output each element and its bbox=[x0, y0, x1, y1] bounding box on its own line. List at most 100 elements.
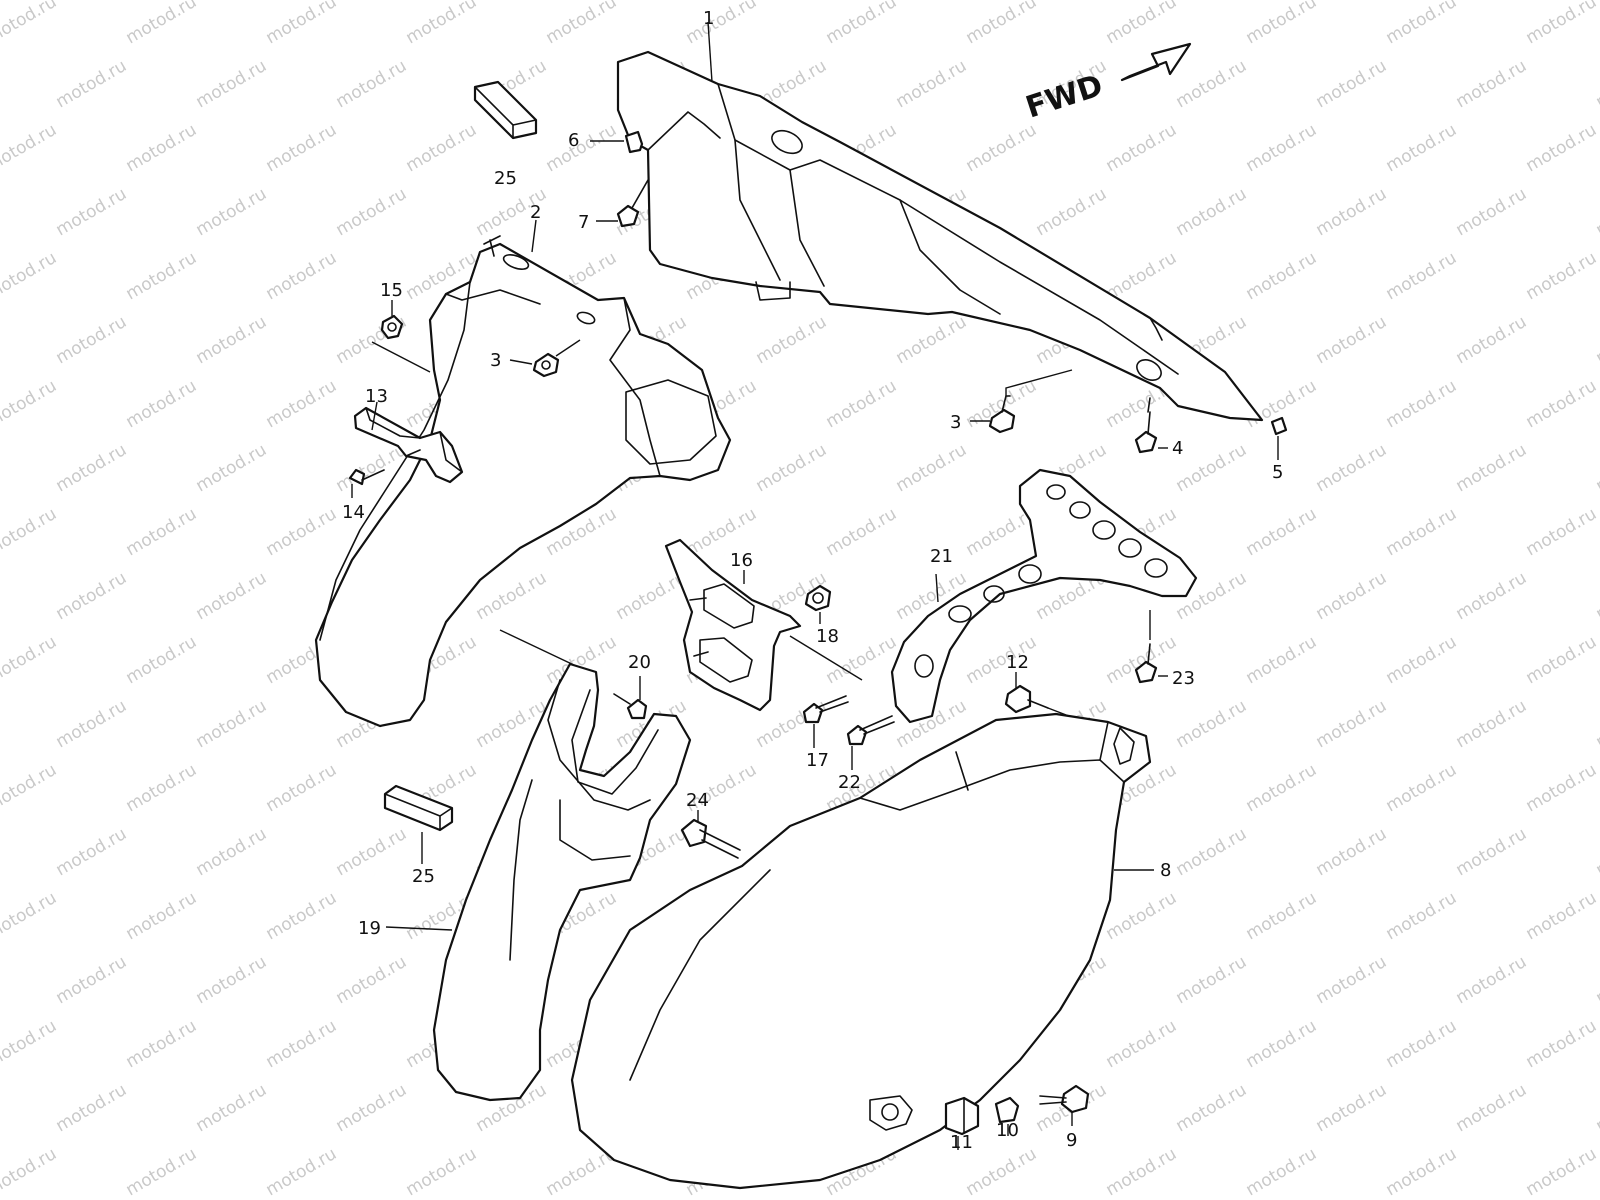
watermark-text: motod.ru bbox=[263, 120, 341, 176]
watermark-text: motod.ru bbox=[1453, 184, 1531, 240]
watermark-text: motod.ru bbox=[1523, 504, 1600, 560]
callout-18: 18 bbox=[816, 626, 839, 647]
watermark-text: motod.ru bbox=[1383, 120, 1461, 176]
watermark-text: motod.ru bbox=[1313, 696, 1391, 752]
watermark-text: motod.ru bbox=[53, 696, 131, 752]
watermark-text: motod.ru bbox=[263, 760, 341, 816]
watermark-text: motod.ru bbox=[403, 120, 481, 176]
watermark-text: motod.ru bbox=[263, 1016, 341, 1072]
watermark-text: motod.ru bbox=[1383, 760, 1461, 816]
part-11-grommet bbox=[944, 1096, 980, 1150]
watermark-text: motod.ru bbox=[683, 0, 761, 48]
callout-22: 22 bbox=[838, 772, 861, 793]
watermark-text: motod.ru bbox=[1103, 888, 1181, 944]
watermark-text: motod.ru bbox=[1453, 56, 1531, 112]
watermark-text: motod.ru bbox=[333, 952, 411, 1008]
watermark-text: motod.ru bbox=[1243, 760, 1321, 816]
watermark-text: motod.ru bbox=[123, 632, 201, 688]
part-1-inner-panel bbox=[616, 21, 1264, 422]
watermark-text: motod.ru bbox=[1523, 760, 1600, 816]
watermark-text: motod.ru bbox=[1313, 440, 1391, 496]
watermark-text: motod.ru bbox=[193, 824, 271, 880]
watermark-text: motod.ru bbox=[123, 1144, 201, 1200]
watermark-text: motod.ru bbox=[1383, 376, 1461, 432]
watermark-text: motod.ru bbox=[1593, 824, 1600, 880]
watermark-text: motod.ru bbox=[0, 504, 60, 560]
watermark-text: motod.ru bbox=[193, 568, 271, 624]
forward-direction-indicator: FWD bbox=[1022, 42, 1192, 126]
watermark-text: motod.ru bbox=[1243, 632, 1321, 688]
watermark-text: motod.ru bbox=[53, 184, 131, 240]
watermark-text: motod.ru bbox=[1593, 1080, 1600, 1136]
watermark-text: motod.ru bbox=[1593, 568, 1600, 624]
watermark-text: motod.ru bbox=[1523, 120, 1600, 176]
callout-9: 9 bbox=[1066, 1130, 1077, 1151]
fwd-arrow-icon bbox=[1120, 42, 1192, 82]
watermark-text: motod.ru bbox=[1523, 1016, 1600, 1072]
watermark-text: motod.ru bbox=[1103, 120, 1181, 176]
watermark-text: motod.ru bbox=[0, 376, 60, 432]
watermark-text: motod.ru bbox=[1313, 568, 1391, 624]
watermark-text: motod.ru bbox=[1383, 632, 1461, 688]
watermark-text: motod.ru bbox=[53, 952, 131, 1008]
watermark-text: motod.ru bbox=[1453, 312, 1531, 368]
part-3-nut-upper bbox=[509, 339, 581, 378]
watermark-text: motod.ru bbox=[1173, 824, 1251, 880]
watermark-text: motod.ru bbox=[1453, 440, 1531, 496]
watermark-text: motod.ru bbox=[823, 0, 901, 48]
watermark-text: motod.ru bbox=[1243, 888, 1321, 944]
callout-24: 24 bbox=[686, 790, 709, 811]
watermark-text: motod.ru bbox=[53, 824, 131, 880]
watermark-text: motod.ru bbox=[1593, 184, 1600, 240]
watermark-text: motod.ru bbox=[1383, 1144, 1461, 1200]
part-19-rear-fender-lower bbox=[385, 662, 692, 1102]
part-12-bolt bbox=[1004, 672, 1101, 729]
watermark-text: motod.ru bbox=[1593, 56, 1600, 112]
callout-3-lower: 3 bbox=[950, 412, 961, 433]
part-13-bracket bbox=[353, 401, 464, 484]
watermark-text: motod.ru bbox=[753, 440, 831, 496]
callout-6: 6 bbox=[568, 130, 579, 151]
part-15-nut bbox=[371, 300, 431, 373]
callout-23: 23 bbox=[1172, 668, 1195, 689]
watermark-text: motod.ru bbox=[1383, 248, 1461, 304]
watermark-text: motod.ru bbox=[1173, 952, 1251, 1008]
watermark-text: motod.ru bbox=[1523, 632, 1600, 688]
part-22-bolt bbox=[846, 715, 895, 770]
watermark-text: motod.ru bbox=[1243, 248, 1321, 304]
watermark-text: motod.ru bbox=[0, 888, 60, 944]
watermark-text: motod.ru bbox=[1383, 0, 1461, 48]
watermark-text: motod.ru bbox=[1313, 312, 1391, 368]
watermark-text: motod.ru bbox=[53, 1080, 131, 1136]
watermark-text: motod.ru bbox=[123, 1016, 201, 1072]
callout-16: 16 bbox=[730, 550, 753, 571]
watermark-text: motod.ru bbox=[1243, 120, 1321, 176]
watermark-text: motod.ru bbox=[1243, 1016, 1321, 1072]
watermark-text: motod.ru bbox=[123, 760, 201, 816]
watermark-text: motod.ru bbox=[1173, 56, 1251, 112]
watermark-text: motod.ru bbox=[1173, 184, 1251, 240]
watermark-text: motod.ru bbox=[403, 0, 481, 48]
watermark-text: motod.ru bbox=[333, 440, 411, 496]
watermark-text: motod.ru bbox=[1523, 248, 1600, 304]
watermark-text: motod.ru bbox=[1313, 824, 1391, 880]
watermark-text: motod.ru bbox=[1103, 0, 1181, 48]
part-10-collar bbox=[994, 1096, 1020, 1136]
callout-11: 11 bbox=[950, 1132, 973, 1153]
callout-19: 19 bbox=[358, 918, 381, 939]
watermark-text: motod.ru bbox=[123, 376, 201, 432]
watermark-text: motod.ru bbox=[263, 1144, 341, 1200]
watermark-text: motod.ru bbox=[193, 696, 271, 752]
callout-labels: 1 2 3 3 4 5 6 7 8 9 10 11 12 13 14 15 16… bbox=[342, 8, 1283, 1153]
watermark-text: motod.ru bbox=[1103, 1016, 1181, 1072]
watermark-text: motod.ru bbox=[1523, 888, 1600, 944]
watermark-text: motod.ru bbox=[963, 120, 1041, 176]
part-8-rear-cover bbox=[570, 712, 1154, 1190]
watermark-text: motod.ru bbox=[333, 1080, 411, 1136]
watermark-text: motod.ru bbox=[1523, 0, 1600, 48]
watermark-text: motod.ru bbox=[1243, 504, 1321, 560]
watermark-text: motod.ru bbox=[193, 312, 271, 368]
watermark-text: motod.ru bbox=[123, 0, 201, 48]
